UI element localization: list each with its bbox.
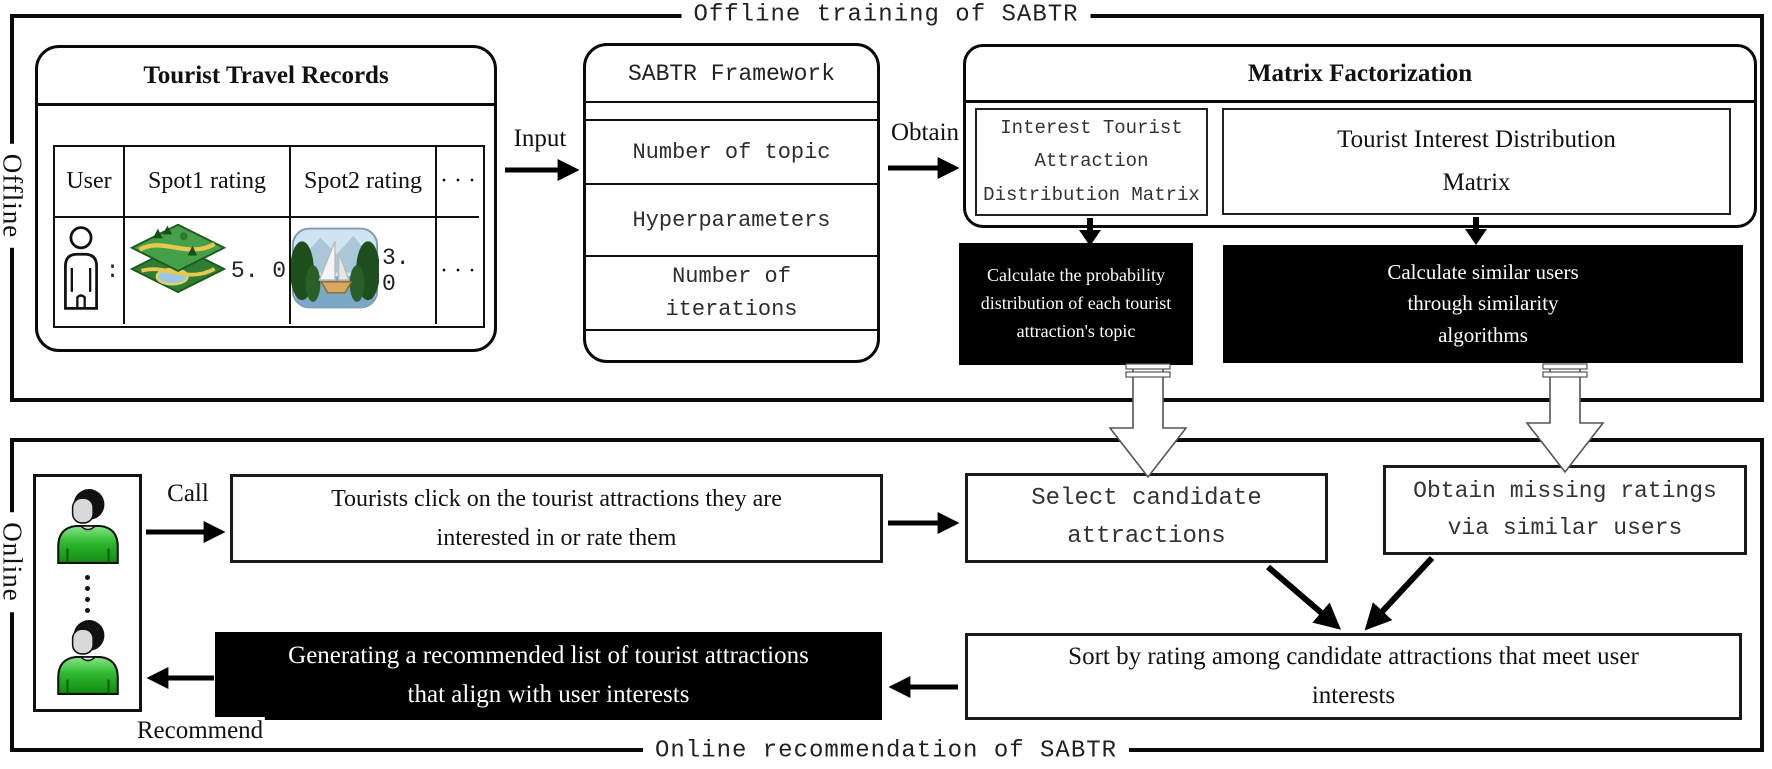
generate-recommendation-box: Generating a recommended list of tourist…: [215, 632, 882, 720]
spot1-rating-value: 5. 0: [230, 258, 287, 284]
tourists-box: [33, 474, 142, 712]
offline-side-label: Offline: [0, 143, 28, 249]
obtain-missing-ratings-box: Obtain missing ratings via similar users: [1383, 465, 1747, 555]
calc-topic-distribution-box: Calculate the probability distribution o…: [959, 243, 1193, 365]
user-colon: :: [105, 258, 120, 284]
matrix-factorization-title: Matrix Factorization: [966, 47, 1754, 103]
person-outline-icon: [59, 224, 103, 319]
table-cell-spot2: 3. 0: [291, 218, 437, 324]
select-candidate-attractions-box: Select candidate attractions: [965, 473, 1328, 563]
table-header-user: User: [55, 147, 125, 218]
sabtr-framework-title: SABTR Framework: [586, 46, 877, 103]
tourist-interest-matrix-box: Tourist Interest Distribution Matrix: [1222, 108, 1731, 215]
map-attraction-icon: [128, 223, 228, 319]
input-label: Input: [511, 125, 569, 153]
vertical-ellipsis-icon: [85, 572, 90, 616]
sort-by-rating-box: Sort by rating among candidate attractio…: [965, 633, 1742, 720]
tourist-travel-records-box: Tourist Travel Records User Spot1 rating…: [35, 45, 497, 352]
sabtr-framework-box: SABTR Framework Number of topic Hyperpar…: [583, 43, 880, 363]
online-section-title: Online recommendation of SABTR: [642, 737, 1130, 765]
obtain-label: Obtain: [888, 119, 962, 147]
travel-records-table: User Spot1 rating Spot2 rating · · · :: [53, 145, 485, 328]
table-header-more: · · ·: [437, 147, 479, 218]
table-header-spot1: Spot1 rating: [125, 147, 291, 218]
lake-attraction-icon: [291, 226, 380, 317]
calc-similar-users-box: Calculate similar users through similari…: [1223, 245, 1743, 363]
framework-row-topics: Number of topic: [586, 121, 877, 185]
tourist-user-icon: [55, 618, 121, 701]
table-header-spot2: Spot2 rating: [291, 147, 437, 218]
table-cell-user: :: [55, 218, 125, 324]
call-label: Call: [165, 480, 211, 508]
online-side-label: Online: [0, 512, 28, 612]
table-cell-spot1: 5. 0: [125, 218, 291, 324]
offline-section-title: Offline training of SABTR: [681, 1, 1091, 29]
interest-attraction-matrix-box: Interest Tourist Attraction Distribution…: [975, 108, 1208, 216]
matrix-factorization-box: Matrix Factorization Interest Tourist At…: [963, 44, 1757, 228]
tourist-user-icon: [55, 487, 121, 570]
tourist-travel-records-title: Tourist Travel Records: [38, 48, 494, 106]
framework-row-hyperparameters: Hyperparameters: [586, 185, 877, 257]
table-cell-more: · · ·: [440, 257, 476, 284]
framework-spacer-row: [586, 103, 877, 121]
recommend-label: Recommend: [134, 717, 266, 745]
tourists-click-box: Tourists click on the tourist attraction…: [230, 474, 883, 563]
framework-row-iterations: Number of iterations: [586, 257, 877, 331]
spot2-rating-value: 3. 0: [382, 245, 410, 297]
